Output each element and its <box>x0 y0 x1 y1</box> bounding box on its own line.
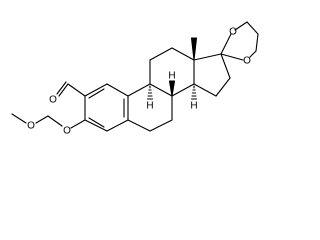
c8-hydrogen-wedge <box>168 80 176 97</box>
c9-hydrogen-label: H <box>146 101 153 112</box>
dioxolane-ring <box>220 21 259 61</box>
ketal-oxygen-2: O <box>243 56 251 67</box>
aldehyde-oxygen: O <box>49 95 57 106</box>
aldehyde-group <box>56 81 86 97</box>
ether-oxygen-2: O <box>27 121 35 132</box>
c8-hydrogen-label: H <box>168 71 175 82</box>
ketal-oxygen-1: O <box>229 27 237 38</box>
c18-methyl-wedge <box>190 37 198 61</box>
ring-d <box>193 53 231 97</box>
ring-a-aromatic <box>84 83 129 132</box>
molecular-structure: O O H H H O O O <box>11 21 259 137</box>
ring-b <box>127 83 173 132</box>
ring-c <box>149 47 195 97</box>
methoxymethoxy-group <box>11 113 86 129</box>
c14-hydrogen-hash <box>190 85 198 100</box>
c14-hydrogen-label: H <box>190 101 197 112</box>
ether-oxygen-1: O <box>63 126 71 137</box>
c9-hydrogen-hash <box>146 85 154 100</box>
